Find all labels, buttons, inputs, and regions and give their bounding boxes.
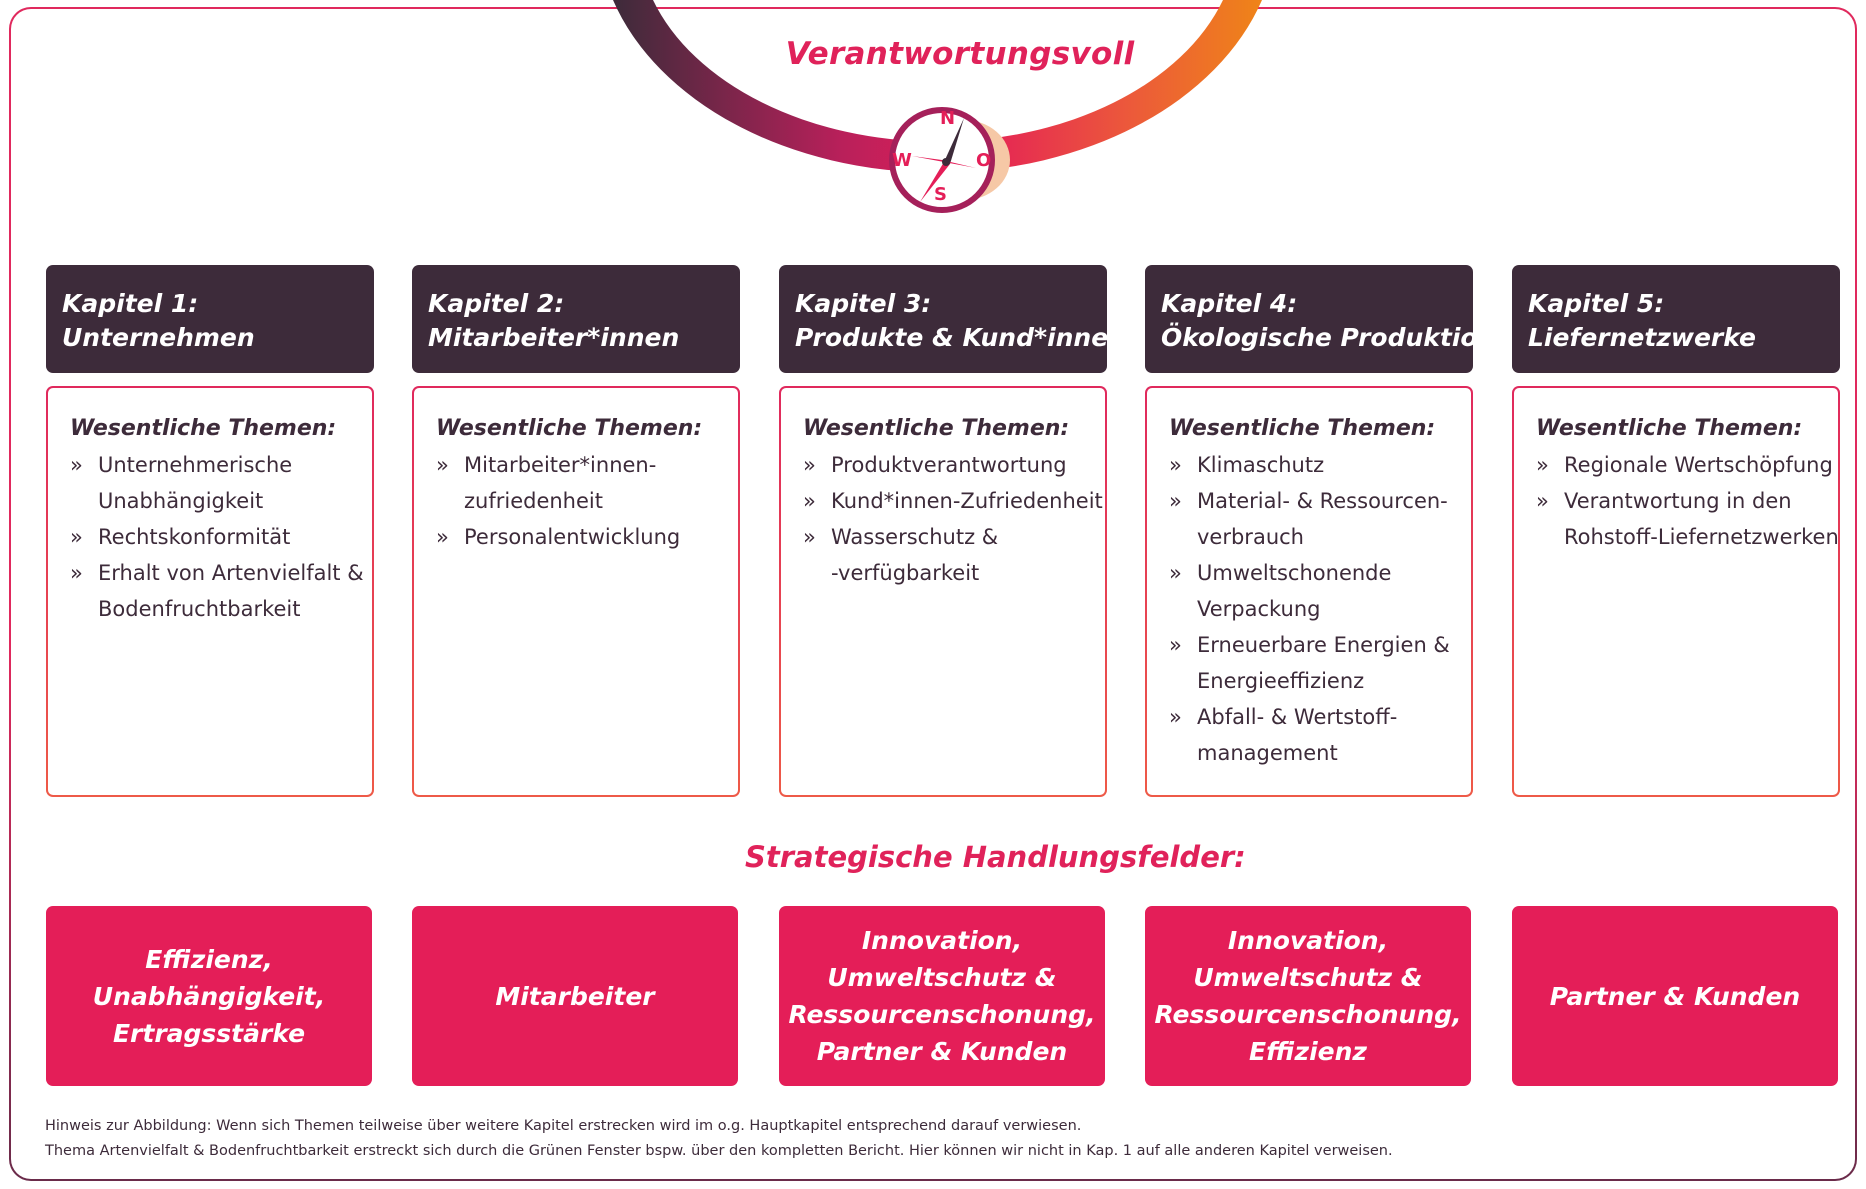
bullet-icon: » — [1169, 561, 1182, 585]
responsibility-arc — [613, 0, 1262, 173]
bullet-icon: » — [70, 453, 83, 477]
bullet-icon: » — [803, 525, 816, 549]
topics-heading: Wesentliche Themen: — [436, 416, 703, 441]
chapter-title: Liefernetzwerke — [1528, 323, 1756, 352]
compass-east-label: O — [976, 150, 991, 171]
topics-heading: Wesentliche Themen: — [803, 416, 1070, 441]
note-line-1: Hinweis zur Abbildung: Wenn sich Themen … — [45, 1118, 1082, 1134]
topic-box-2: Wesentliche Themen: »Mitarbeiter*innen-z… — [412, 386, 740, 797]
note-line-2: Thema Artenvielfalt & Bodenfruchtbarkeit… — [45, 1143, 1393, 1159]
chapter-header-2: Kapitel 2: Mitarbeiter*innen — [412, 265, 740, 373]
topic-list: »Produktverantwortung »Kund*innen-Zufrie… — [803, 447, 1103, 591]
topic-item: »Abfall- & Wertstoff-management — [1169, 699, 1451, 771]
strategy-field-2: Mitarbeiter — [412, 906, 738, 1086]
bullet-icon: » — [803, 453, 816, 477]
chapter-header-4: Kapitel 4: Ökologische Produktion — [1145, 265, 1496, 373]
topic-item: »Erneuerbare Energien &Energieeffizienz — [1169, 627, 1451, 699]
topic-box-5: Wesentliche Themen: »Regionale Wertschöp… — [1512, 386, 1840, 797]
chapter-header-5: Kapitel 5: Liefernetzwerke — [1512, 265, 1840, 373]
strategy-field-3: Innovation, Umweltschutz & Ressourcensch… — [779, 906, 1105, 1086]
bullet-icon: » — [1169, 633, 1182, 657]
topic-box-4: Wesentliche Themen: »Klimaschutz »Materi… — [1145, 386, 1473, 797]
compass-icon: N S W O — [889, 107, 1010, 213]
chapter-header-1: Kapitel 1: Unternehmen — [46, 265, 374, 373]
topic-list: »Mitarbeiter*innen-zufriedenheit »Person… — [436, 447, 718, 555]
topic-item: »Klimaschutz — [1169, 447, 1451, 483]
topics-heading: Wesentliche Themen: — [1169, 416, 1436, 441]
compass-north-label: N — [940, 108, 955, 129]
topic-item: »Rechtskonformität — [70, 519, 352, 555]
arc-title: Verantwortungsvoll — [785, 36, 1135, 72]
topic-box-3: Wesentliche Themen: »Produktverantwortun… — [779, 386, 1107, 797]
chapter-header-3: Kapitel 3: Produkte & Kund*innen — [779, 265, 1126, 373]
topic-item: »Material- & Ressourcen-verbrauch — [1169, 483, 1451, 555]
topic-item: »Mitarbeiter*innen-zufriedenheit — [436, 447, 718, 519]
strategy-field-4: Innovation, Umweltschutz & Ressourcensch… — [1145, 906, 1471, 1086]
chapter-title: Mitarbeiter*innen — [428, 323, 680, 352]
topic-list: »Regionale Wertschöpfung »Verantwortung … — [1536, 447, 1839, 555]
bullet-icon: » — [1536, 489, 1549, 513]
figure-note: Hinweis zur Abbildung: Wenn sich Themen … — [45, 1114, 1393, 1164]
chapter-title: Ökologische Produktion — [1161, 323, 1496, 352]
strategy-field-5: Partner & Kunden — [1512, 906, 1838, 1086]
bullet-icon: » — [1169, 705, 1182, 729]
compass-west-label: W — [892, 150, 912, 171]
bullet-icon: » — [70, 525, 83, 549]
topics-heading: Wesentliche Themen: — [70, 416, 337, 441]
bullet-icon: » — [1169, 453, 1182, 477]
chapter-number: Kapitel 2: — [428, 289, 565, 318]
compass-south-label: S — [934, 184, 947, 205]
chapter-number: Kapitel 1: — [62, 289, 199, 318]
topic-item: »Kund*innen-Zufriedenheit — [803, 483, 1103, 519]
topic-list: »Klimaschutz »Material- & Ressourcen-ver… — [1169, 447, 1451, 771]
chapter-title: Unternehmen — [62, 323, 255, 352]
chapter-number: Kapitel 5: — [1528, 289, 1665, 318]
strategy-title: Strategische Handlungsfelder: — [745, 840, 1246, 874]
bullet-icon: » — [1536, 453, 1549, 477]
topics-heading: Wesentliche Themen: — [1536, 416, 1803, 441]
chapter-title: Produkte & Kund*innen — [795, 323, 1126, 352]
topic-item: »Produktverantwortung — [803, 447, 1085, 483]
topic-item: »Erhalt von Artenvielfalt &Bodenfruchtba… — [70, 555, 364, 627]
strategy-field-1: Effizienz, Unabhängigkeit, Ertragsstärke — [46, 906, 372, 1086]
bullet-icon: » — [803, 489, 816, 513]
chapter-number: Kapitel 3: — [795, 289, 932, 318]
bullet-icon: » — [436, 525, 449, 549]
topic-item: »Regionale Wertschöpfung — [1536, 447, 1833, 483]
bullet-icon: » — [436, 453, 449, 477]
topic-item: »Personalentwicklung — [436, 519, 718, 555]
bullet-icon: » — [1169, 489, 1182, 513]
chapter-number: Kapitel 4: — [1161, 289, 1298, 318]
bullet-icon: » — [70, 561, 83, 585]
topic-item: »Wasserschutz &-verfügbarkeit — [803, 519, 1085, 591]
